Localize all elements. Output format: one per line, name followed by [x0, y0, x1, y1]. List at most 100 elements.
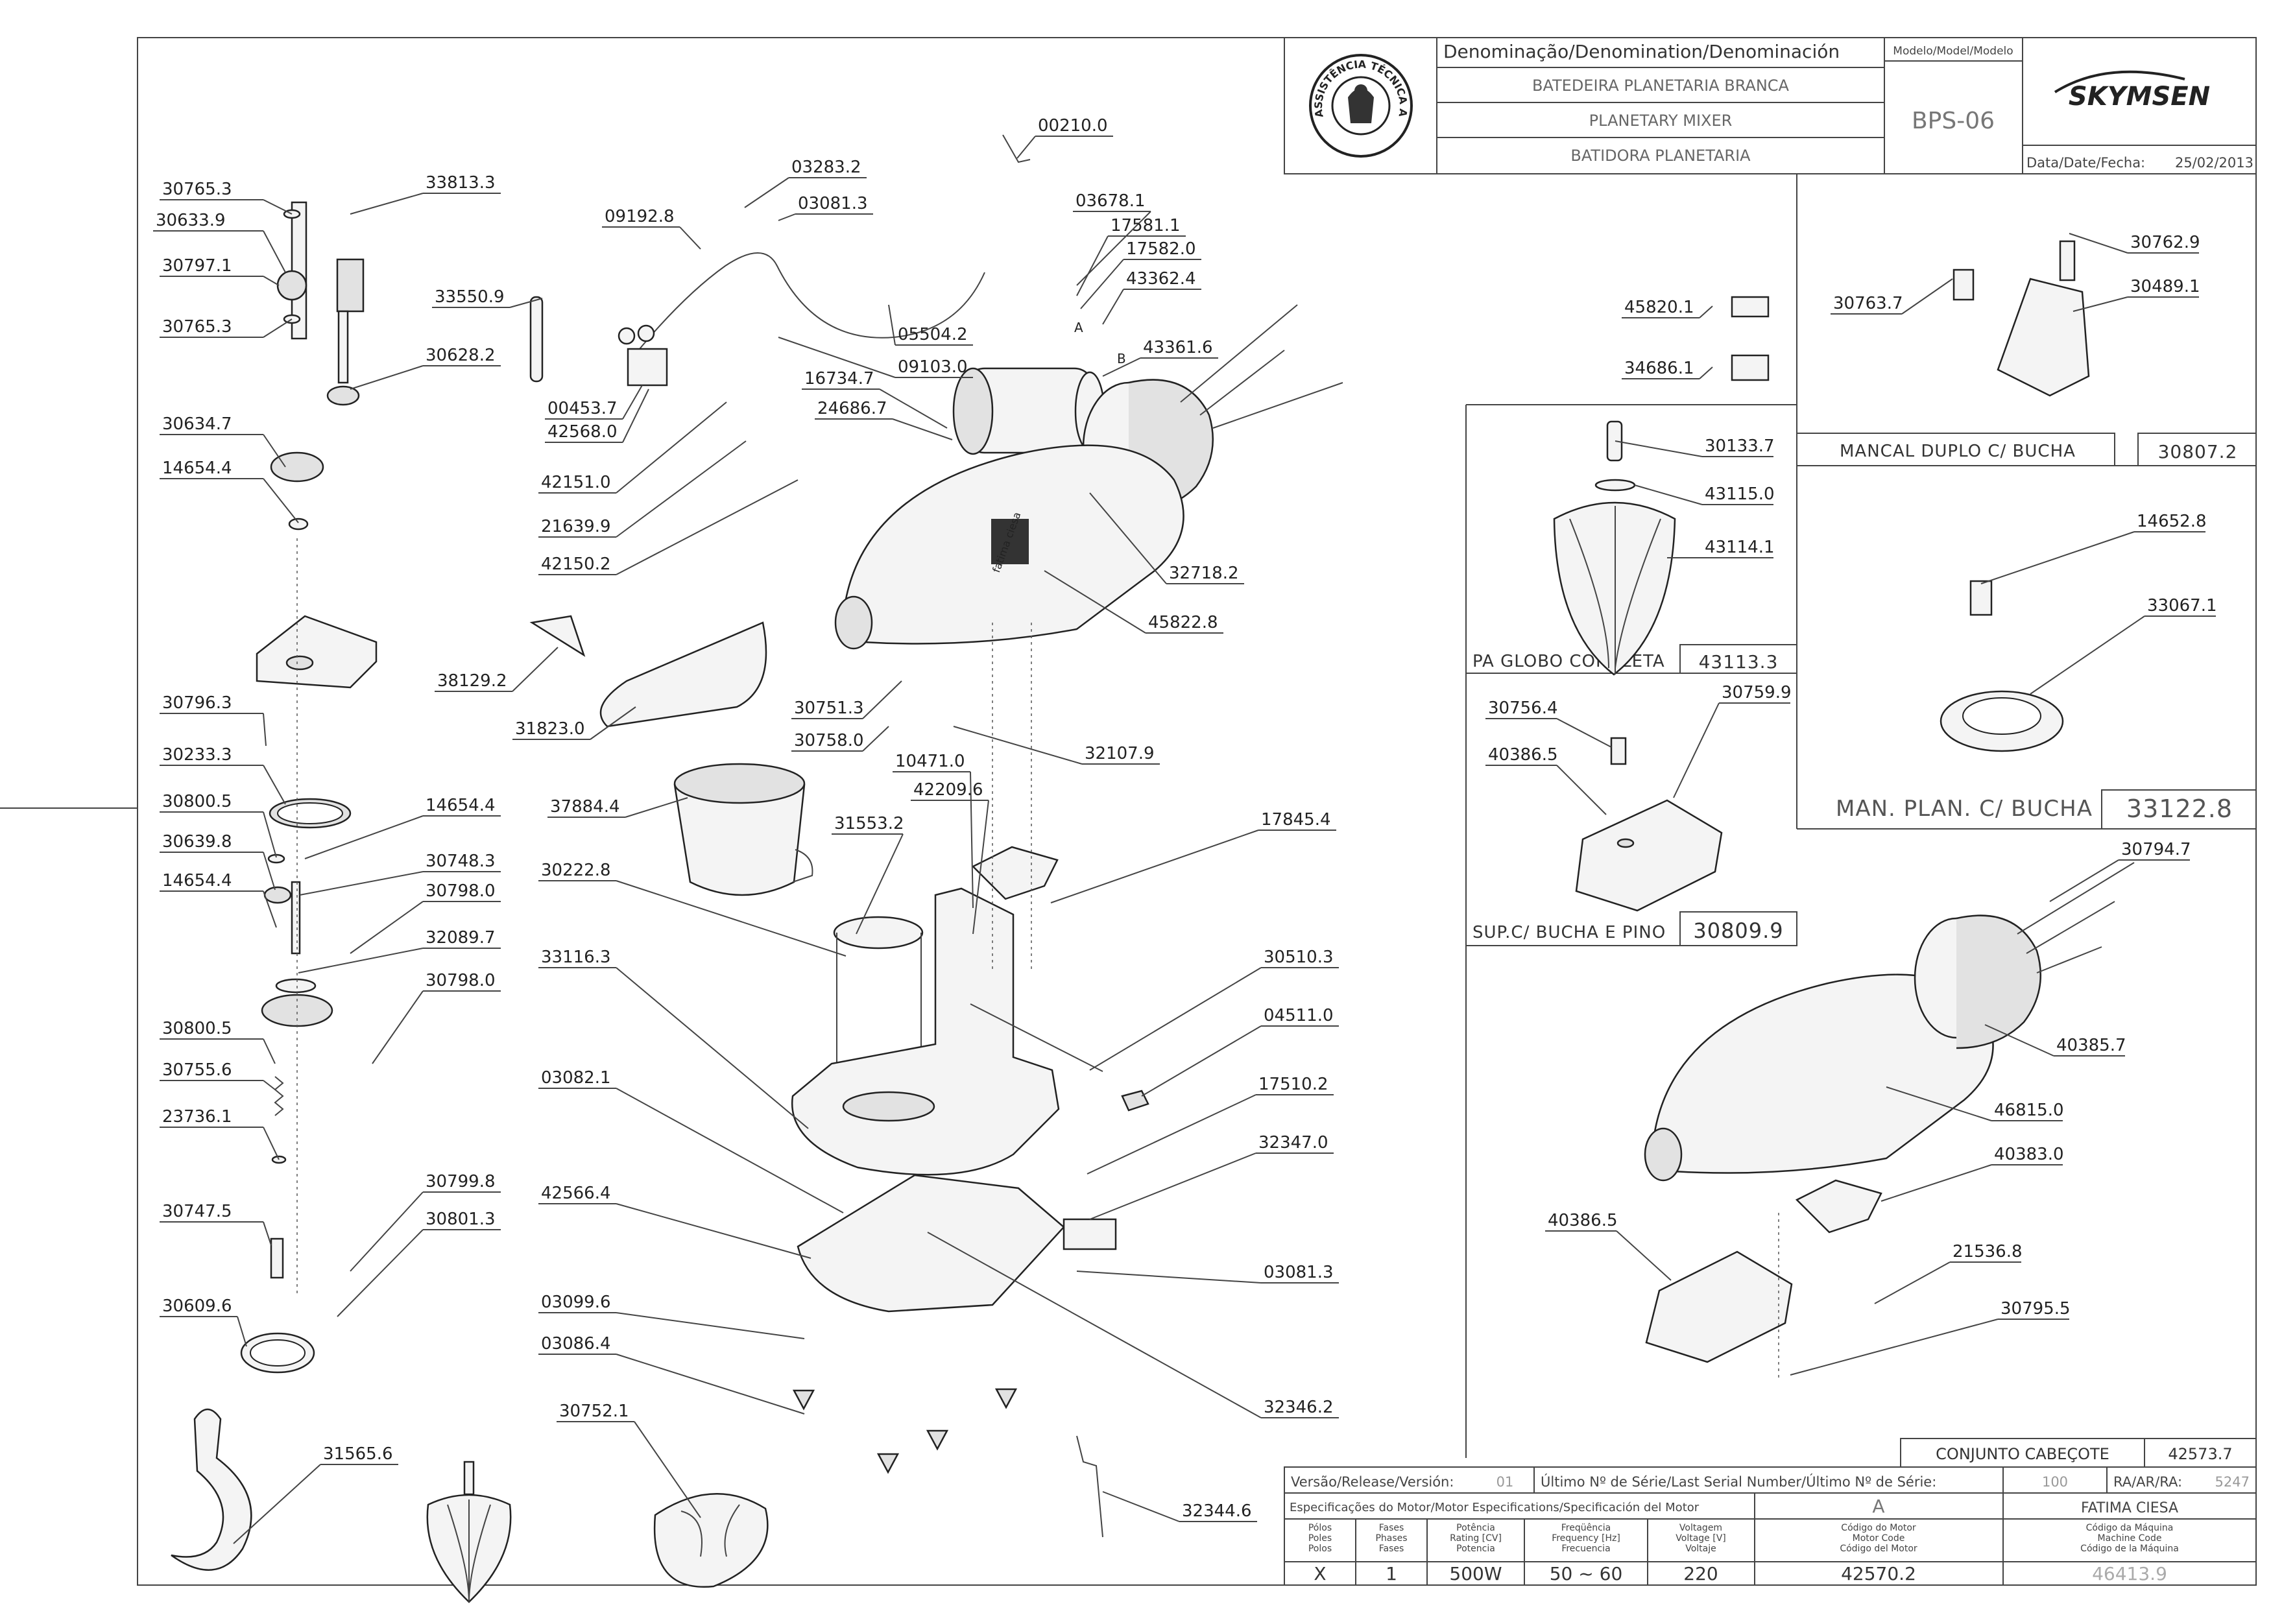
leader-line — [1044, 570, 1223, 634]
leader-line — [299, 871, 501, 896]
leader-line — [1050, 830, 1336, 903]
part-number-label: 30756.4 — [1488, 699, 1558, 718]
leader-line — [1089, 967, 1339, 1071]
leader-line — [160, 1080, 276, 1090]
spec-header: Poles — [1308, 1533, 1332, 1544]
spec-header: Código do Motor — [1841, 1523, 1916, 1533]
date-value: 25/02/2013 — [2175, 155, 2253, 171]
part-number-label: 42150.2 — [541, 555, 611, 574]
mancal-code: 30807.2 — [2158, 441, 2238, 462]
part-number-label: 21639.9 — [541, 517, 611, 536]
spec-value: 50 ~ 60 — [1550, 1563, 1623, 1584]
leader-line — [953, 726, 1160, 765]
spec-header: Potência — [1456, 1523, 1495, 1533]
part-number-label: 38129.2 — [437, 671, 507, 691]
part-number-label: 30751.3 — [794, 699, 864, 718]
mancal-label: MANCAL DUPLO C/ BUCHA — [1840, 442, 2076, 461]
part-number-label: 33813.3 — [426, 173, 496, 193]
part-number-label: 14652.8 — [2137, 512, 2207, 531]
part-number-label: 09103.0 — [898, 357, 968, 377]
part-number-label: 37884.4 — [550, 797, 620, 817]
man-plan-code: 33122.8 — [2126, 794, 2233, 823]
leader-line — [815, 418, 953, 440]
part-number-label: 30628.2 — [426, 346, 496, 365]
leader-line — [435, 647, 559, 692]
serial-value: 100 — [2042, 1474, 2068, 1490]
part-number-label: 30639.8 — [162, 832, 232, 852]
man-plan-label: MAN. PLAN. C/ BUCHA — [1836, 796, 2093, 822]
right-drawings — [1553, 240, 2135, 1381]
part-number-label: 14654.4 — [426, 796, 496, 815]
name-pt: BATEDEIRA PLANETARIA BRANCA — [1532, 77, 1790, 95]
part-number-label: 42568.0 — [547, 422, 618, 442]
leader-line — [350, 1191, 501, 1272]
part-number-label: 30634.7 — [162, 414, 232, 434]
part-number-label: 30794.7 — [2121, 840, 2191, 859]
spec-header: Frecuencia — [1561, 1544, 1610, 1554]
leader-line — [778, 337, 973, 378]
part-number-label: 32107.9 — [1085, 744, 1155, 763]
part-number-label: 30763.7 — [1833, 294, 1903, 313]
leader-line — [893, 771, 974, 909]
leader-line — [1880, 1164, 2063, 1202]
part-number-label: 30800.5 — [162, 1019, 232, 1038]
spec-header: Voltage [V] — [1676, 1533, 1725, 1544]
part-number-label: 46815.0 — [1994, 1101, 2064, 1120]
part-number-label: 30765.3 — [162, 317, 232, 337]
part-number-label: 45822.8 — [1148, 613, 1218, 632]
leader-line — [160, 1038, 276, 1064]
spec-header: Fases — [1379, 1523, 1404, 1533]
sup-label: SUP.C/ BUCHA E PINO — [1472, 923, 1666, 942]
part-number-label: 30762.9 — [2130, 233, 2200, 252]
leader-line — [350, 193, 501, 215]
part-number-label: 00453.7 — [547, 399, 618, 418]
spec-header: Rating [CV] — [1450, 1533, 1502, 1544]
leader-line — [1874, 1261, 2021, 1304]
part-number-label: 30765.3 — [162, 180, 232, 199]
part-number-label: 24686.7 — [817, 399, 887, 418]
part-number-label: 14654.4 — [162, 871, 232, 890]
part-number-label: 40386.5 — [1488, 745, 1558, 765]
leader-line — [538, 440, 747, 538]
part-number-label: 42566.4 — [541, 1184, 611, 1203]
part-number-label: 21536.8 — [1953, 1242, 2023, 1261]
leader-line — [802, 388, 948, 429]
leader-line — [1141, 1025, 1339, 1097]
ra-label: RA/AR/RA: — [2113, 1474, 2182, 1490]
leader-line — [1984, 1024, 2125, 1057]
wire-tag: B — [1117, 351, 1126, 366]
part-number-label: 33116.3 — [541, 948, 611, 967]
wire-tag: A — [1074, 320, 1083, 335]
leader-line — [927, 1232, 1339, 1418]
motor-letter: A — [1872, 1496, 1884, 1517]
leader-line — [538, 1203, 811, 1259]
part-number-label: 30133.7 — [1705, 436, 1775, 456]
part-number-label: 30798.0 — [426, 971, 496, 990]
date-label: Data/Date/Fecha: — [2026, 155, 2145, 171]
part-number-label: 30758.0 — [794, 731, 864, 750]
leader-line — [337, 1229, 501, 1317]
leader-line — [538, 401, 727, 494]
denomination-header: Denominação/Denomination/Denominación — [1443, 41, 1840, 62]
part-number-label: 03678.1 — [1075, 191, 1146, 211]
spec-header: Pólos — [1308, 1523, 1332, 1533]
leader-line — [1102, 289, 1201, 325]
part-number-label: 30222.8 — [541, 861, 611, 880]
leader-line — [888, 304, 973, 346]
leader-line — [2030, 615, 2216, 695]
part-number-label: 03082.1 — [541, 1068, 611, 1088]
part-number-label: 45820.1 — [1624, 298, 1694, 317]
leader-line — [160, 1127, 280, 1160]
leader-line — [160, 811, 277, 858]
part-number-label: 30798.0 — [426, 881, 496, 901]
model-code: BPS-06 — [1912, 108, 1995, 134]
part-number-label: 32718.2 — [1169, 564, 1239, 583]
leader-line — [160, 318, 293, 338]
leader-line — [1980, 531, 2205, 584]
leader-line — [1831, 278, 1953, 315]
leader-line — [372, 990, 501, 1064]
leader-line — [911, 800, 989, 935]
ra-value: 5247 — [2215, 1474, 2250, 1490]
leader-line — [160, 713, 267, 746]
part-number-label: 40386.5 — [1548, 1211, 1618, 1230]
